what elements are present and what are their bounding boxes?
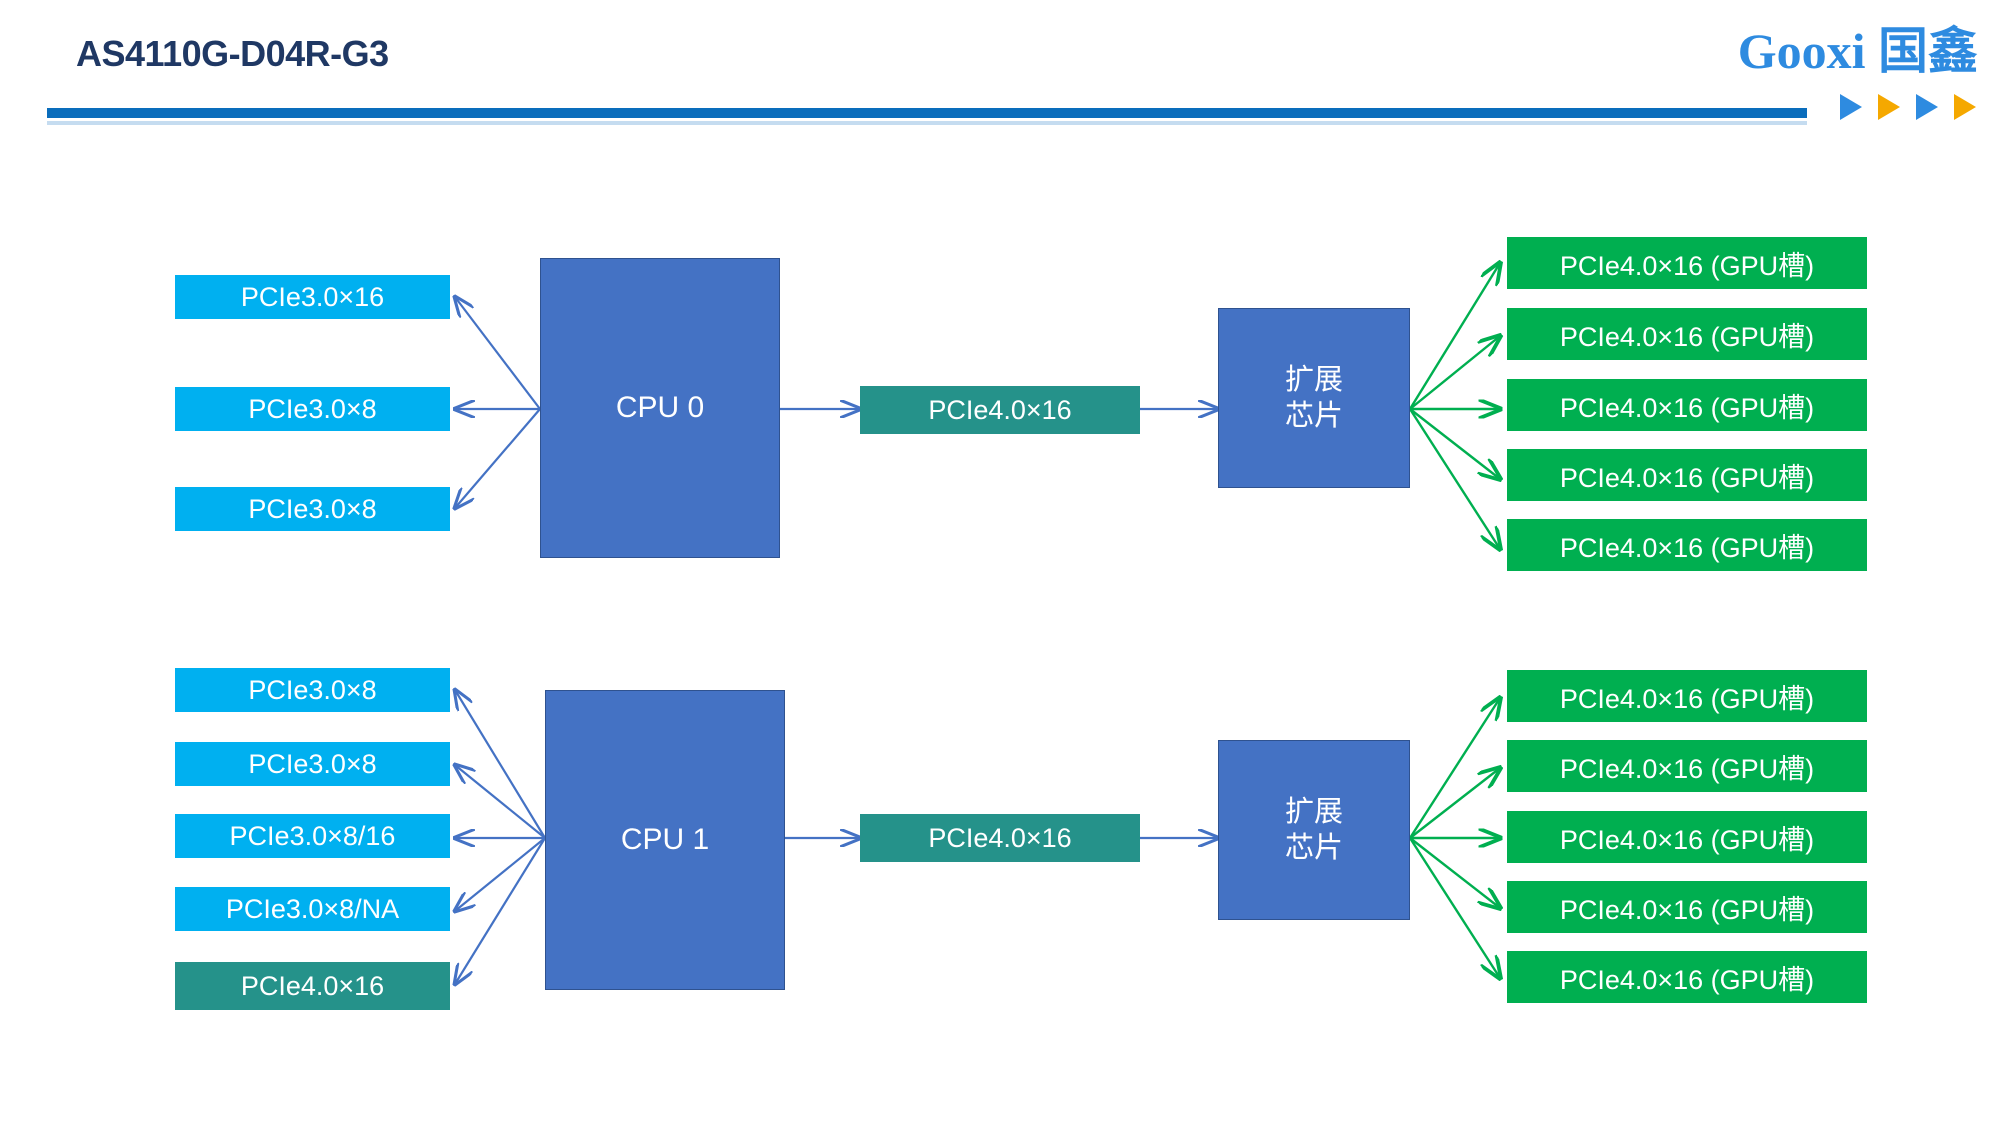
chip-label-line2: 芯片 <box>1284 832 1343 864</box>
cpu1-gpu-slot-1[interactable]: PCIe4.0×16 (GPU槽) <box>1507 740 1867 792</box>
slot-label: PCIe3.0×8 <box>248 493 377 524</box>
cpu0-gpu-slot-0[interactable]: PCIe4.0×16 (GPU槽) <box>1507 237 1867 289</box>
cpu1-expansion-chip[interactable]: 扩展 芯片 <box>1218 740 1410 920</box>
header-rule-accent <box>47 121 1807 125</box>
chip-label-line1: 扩展 <box>1284 795 1343 828</box>
cpu0-slot-0[interactable]: PCIe3.0×16 <box>175 275 450 319</box>
brand-logo: Gooxi 国鑫 <box>1578 22 1978 122</box>
slot-label: PCIe4.0×16 <box>240 970 385 1001</box>
cpu1-gpu-slot-4[interactable]: PCIe4.0×16 (GPU槽) <box>1507 951 1867 1003</box>
gpu-slot-label: PCIe4.0×16 (GPU槽) <box>1559 392 1815 423</box>
cpu0-gpu-slot-2[interactable]: PCIe4.0×16 (GPU槽) <box>1507 379 1867 431</box>
header-rule <box>47 108 1807 118</box>
slot-label: PCIe3.0×8/NA <box>225 893 400 924</box>
triangle-icon <box>1916 94 1938 120</box>
gpu-slot-label: PCIe4.0×16 (GPU槽) <box>1559 462 1815 493</box>
cpu1-label: CPU 1 <box>620 823 710 856</box>
cpu0-label: CPU 0 <box>615 391 705 424</box>
cpu1-slot-3[interactable]: PCIe3.0×8/NA <box>175 887 450 931</box>
chip-label-line2: 芯片 <box>1284 400 1343 432</box>
cpu1-slot-2[interactable]: PCIe3.0×8/16 <box>175 814 450 858</box>
gpu-slot-label: PCIe4.0×16 (GPU槽) <box>1559 321 1815 352</box>
brand-logo-text: Gooxi 国鑫 <box>1737 23 1978 79</box>
slide-header: AS4110G-D04R-G3 Gooxi 国鑫 <box>0 0 2004 130</box>
cpu1-uplink[interactable]: PCIe4.0×16 <box>860 814 1140 862</box>
cpu1-block[interactable]: CPU 1 <box>545 690 785 990</box>
cpu1-slot-0[interactable]: PCIe3.0×8 <box>175 668 450 712</box>
cpu0-gpu-slot-1[interactable]: PCIe4.0×16 (GPU槽) <box>1507 308 1867 360</box>
cpu0-slot-1[interactable]: PCIe3.0×8 <box>175 387 450 431</box>
page-title: AS4110G-D04R-G3 <box>76 33 389 74</box>
slot-label: PCIe3.0×8 <box>248 674 377 705</box>
cpu1-gpu-slot-3[interactable]: PCIe4.0×16 (GPU槽) <box>1507 881 1867 933</box>
triangle-icon <box>1878 94 1900 120</box>
gpu-slot-label: PCIe4.0×16 (GPU槽) <box>1559 250 1815 281</box>
slot-label: PCIe3.0×8/16 <box>229 820 396 851</box>
cpu1-gpu-slot-2[interactable]: PCIe4.0×16 (GPU槽) <box>1507 811 1867 863</box>
brand-logo-arrows <box>1840 94 1976 120</box>
cpu0-uplink[interactable]: PCIe4.0×16 <box>860 386 1140 434</box>
cpu1-gpu-slot-0[interactable]: PCIe4.0×16 (GPU槽) <box>1507 670 1867 722</box>
triangle-icon <box>1840 94 1862 120</box>
slot-label: PCIe3.0×16 <box>240 281 385 312</box>
cpu1-slot-4[interactable]: PCIe4.0×16 <box>175 962 450 1010</box>
cpu0-expansion-chip[interactable]: 扩展 芯片 <box>1218 308 1410 488</box>
cpu1-slot-1[interactable]: PCIe3.0×8 <box>175 742 450 786</box>
gpu-slot-label: PCIe4.0×16 (GPU槽) <box>1559 683 1815 714</box>
gpu-slot-label: PCIe4.0×16 (GPU槽) <box>1559 532 1815 563</box>
gpu-slot-label: PCIe4.0×16 (GPU槽) <box>1559 753 1815 784</box>
slot-label: PCIe3.0×8 <box>248 748 377 779</box>
uplink-label: PCIe4.0×16 <box>928 822 1072 853</box>
gpu-slot-label: PCIe4.0×16 (GPU槽) <box>1559 824 1815 855</box>
cpu0-gpu-slot-3[interactable]: PCIe4.0×16 (GPU槽) <box>1507 449 1867 501</box>
gpu-slot-label: PCIe4.0×16 (GPU槽) <box>1559 964 1815 995</box>
gpu-slot-label: PCIe4.0×16 (GPU槽) <box>1559 894 1815 925</box>
triangle-icon <box>1954 94 1976 120</box>
cpu0-block[interactable]: CPU 0 <box>540 258 780 558</box>
cpu0-slot-2[interactable]: PCIe3.0×8 <box>175 487 450 531</box>
cpu0-gpu-slot-4[interactable]: PCIe4.0×16 (GPU槽) <box>1507 519 1867 571</box>
slot-label: PCIe3.0×8 <box>248 393 377 424</box>
uplink-label: PCIe4.0×16 <box>928 394 1072 425</box>
chip-label-line1: 扩展 <box>1284 363 1343 396</box>
